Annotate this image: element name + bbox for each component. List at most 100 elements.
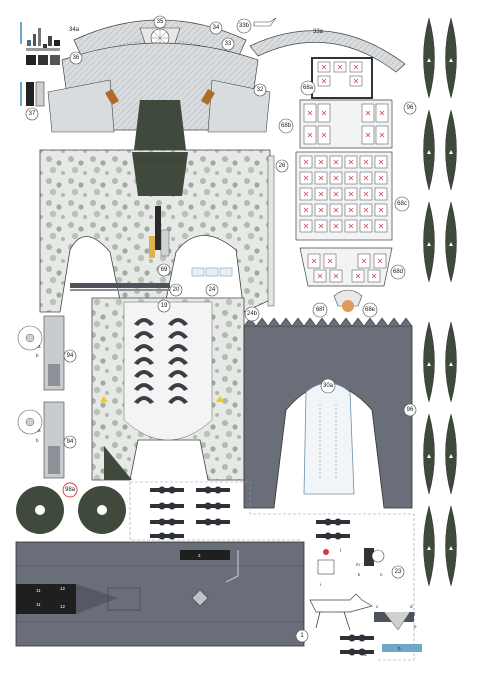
svg-text:33a: 33a [313, 29, 324, 35]
cross-mark-icon [337, 64, 343, 70]
part-68f-68e [333, 289, 363, 312]
label-37: 37 [25, 107, 39, 121]
gh-track-bits [150, 486, 374, 656]
letter-a-bottom: a [364, 652, 367, 657]
cross-mark-icon [378, 191, 384, 197]
svg-text:37: 37 [29, 111, 36, 117]
part-69-barrel [149, 206, 170, 258]
hull-mark-12: 12 [60, 586, 66, 591]
part-1-hull-bottom [15, 541, 305, 647]
cross-mark-icon [321, 64, 327, 70]
letter-i: i [320, 582, 321, 587]
cross-mark-icon [348, 207, 354, 213]
svg-text:24b: 24b [247, 311, 258, 317]
tread-link [134, 396, 154, 404]
cross-mark-icon [353, 64, 359, 70]
label-68e: 68e [362, 302, 378, 318]
svg-text:19: 19 [161, 303, 168, 309]
label-35: 35 [153, 15, 167, 29]
track-bit-bar [150, 488, 184, 492]
part-19-tread-links [134, 318, 188, 404]
svg-text:68e: 68e [365, 307, 376, 313]
label-20: 20 [169, 283, 183, 297]
triangle-icon [427, 150, 431, 154]
triangle-icon [449, 454, 453, 458]
track-bit-bar [150, 520, 184, 524]
track-bit-pin [158, 532, 166, 540]
label-94-lower: 94 [63, 435, 77, 449]
letter-m: m [356, 562, 360, 567]
gh-parts-frame [129, 481, 415, 661]
part-36-32-turret-body [47, 42, 271, 150]
label-23: 23 [391, 565, 405, 579]
track-bit-pin [168, 518, 176, 526]
triangle-icon [449, 362, 453, 366]
cross-mark-icon [377, 258, 383, 264]
svg-text:33b: 33b [239, 23, 250, 29]
track-bit-pin [168, 532, 176, 540]
track-bit-pin [158, 502, 166, 510]
svg-text:23: 23 [395, 569, 402, 575]
letter-f: f [414, 612, 416, 617]
label-98a: 98a [62, 482, 78, 498]
tread-link [168, 344, 188, 352]
track-bit-pin [334, 518, 342, 526]
svg-text:36: 36 [73, 55, 80, 61]
label-34: 34 [209, 21, 223, 35]
svg-text:96: 96 [407, 105, 414, 111]
svg-text:32: 32 [257, 87, 264, 93]
window-cross-marks [299, 61, 389, 283]
svg-text:34a: 34a [69, 27, 80, 33]
part-94-lower [17, 401, 65, 479]
svg-text:26: 26 [279, 163, 286, 169]
cross-mark-icon [353, 78, 359, 84]
track-bit-pin [204, 518, 212, 526]
cross-mark-icon [318, 191, 324, 197]
cross-mark-icon [333, 175, 339, 181]
svg-text:68a: 68a [303, 85, 314, 91]
label-30a: 30a [320, 378, 336, 394]
label-32: 32 [253, 83, 267, 97]
cross-mark-icon [378, 207, 384, 213]
part-94-upper [17, 315, 65, 391]
track-bit-bar [150, 534, 184, 538]
letter-b-lower: b [36, 438, 39, 443]
svg-text:68c: 68c [397, 201, 407, 207]
label-36: 36 [69, 51, 83, 65]
letter-b-bottom: b [398, 646, 401, 651]
cross-mark-icon [379, 110, 385, 116]
part-37 [20, 81, 45, 107]
svg-text:68d: 68d [393, 269, 403, 275]
svg-text:96: 96 [407, 407, 414, 413]
svg-text:68b: 68b [281, 123, 292, 129]
letter-b-upper: b [36, 353, 39, 358]
tread-link [168, 318, 188, 326]
cross-mark-icon [327, 258, 333, 264]
label-68c: 68c [394, 196, 410, 212]
cross-mark-icon [318, 159, 324, 165]
cross-mark-icon [371, 273, 377, 279]
label-33a: 33a [313, 29, 324, 35]
cross-mark-icon [333, 159, 339, 165]
cross-mark-icon [355, 273, 361, 279]
letter-n: n [380, 572, 383, 577]
part-33a-33b-arc [249, 17, 406, 73]
track-bit-bar [316, 520, 350, 524]
tread-link [134, 357, 154, 365]
cross-mark-icon [348, 223, 354, 229]
track-bit-bar [196, 520, 230, 524]
track-bit-pin [214, 486, 222, 494]
track-bit-pin [158, 518, 166, 526]
cross-mark-icon [348, 191, 354, 197]
tread-link [134, 331, 154, 339]
track-bit-bar [196, 504, 230, 508]
cross-mark-icon [307, 132, 313, 138]
label-24b: 24b [244, 306, 260, 322]
letter-a-lower: a [38, 428, 41, 433]
tread-link [168, 383, 188, 391]
letter-l: l [340, 548, 341, 553]
cross-mark-icon [363, 191, 369, 197]
cross-mark-icon [333, 191, 339, 197]
label-33b: 33b [236, 18, 252, 34]
